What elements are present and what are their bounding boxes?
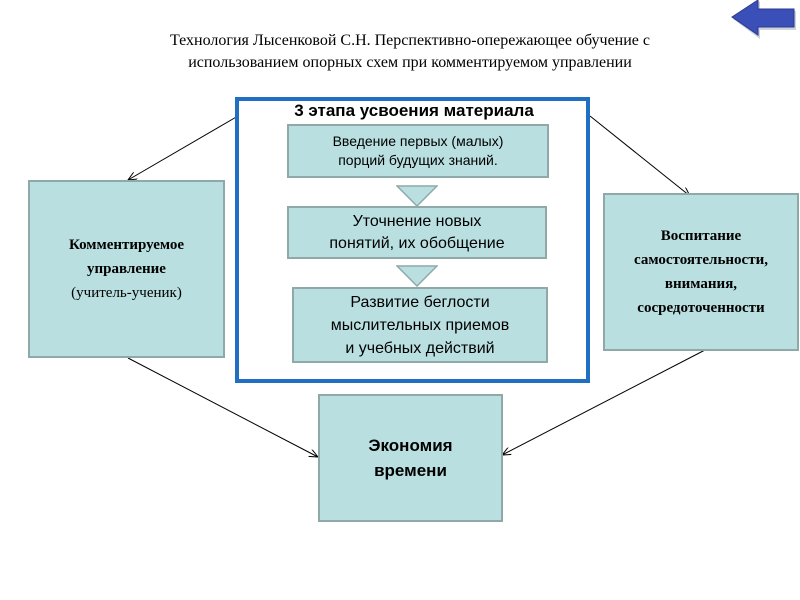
left-arrow-icon xyxy=(731,0,796,39)
down-triangle-icon xyxy=(396,185,438,207)
step1-line-1: Введение первых (малых) xyxy=(332,133,504,149)
title-line-2: использованием опорных схем при комменти… xyxy=(188,54,632,71)
step3-line-2: мыслительных приемов xyxy=(330,316,510,334)
arrow-right-to-bottom xyxy=(502,349,706,455)
step3-line-1: Развитие беглости xyxy=(350,293,490,311)
stage-step-1: Введение первых (малых) порций будущих з… xyxy=(287,124,549,178)
step2-line-2: понятий, их обобщение xyxy=(329,234,505,252)
left-box-line-1: Комментируемое xyxy=(68,237,185,253)
back-button[interactable] xyxy=(730,0,800,40)
left-box-line-2: управление xyxy=(87,261,166,277)
right-box-line-1: Воспитание xyxy=(660,228,742,244)
arrow-left-to-bottom xyxy=(127,357,318,457)
stage-step-2: Уточнение новых понятий, их обобщение xyxy=(287,206,547,259)
stage-step-3: Развитие беглости мыслительных приемов и… xyxy=(292,287,548,363)
stages-title: 3 этапа усвоения материала xyxy=(294,101,534,120)
right-box-line-2: самостоятельности, xyxy=(634,252,768,268)
commented-management-box: Комментируемое управление (учитель-учени… xyxy=(28,180,225,358)
page-title: Технология Лысенковой С.Н. Перспективно-… xyxy=(100,30,720,74)
bottom-box-line-1: Экономия xyxy=(368,436,453,455)
step3-line-3: и учебных действий xyxy=(345,339,495,357)
left-box-line-3: (учитель-ученик) xyxy=(71,285,182,301)
bottom-box-line-2: времени xyxy=(374,461,447,480)
independence-box: Воспитание самостоятельности, внимания, … xyxy=(603,193,799,351)
time-economy-box: Экономия времени xyxy=(318,394,503,522)
right-box-line-3: внимания, xyxy=(664,276,738,292)
right-box-line-4: сосредоточенности xyxy=(637,300,765,316)
arrow-to-left-box xyxy=(128,115,239,180)
down-triangle-icon xyxy=(396,265,438,287)
arrow-to-right-box xyxy=(589,115,690,196)
step2-line-1: Уточнение новых xyxy=(352,212,482,230)
step1-line-2: порций будущих знаний. xyxy=(338,152,498,168)
title-line-1: Технология Лысенковой С.Н. Перспективно-… xyxy=(169,32,651,49)
